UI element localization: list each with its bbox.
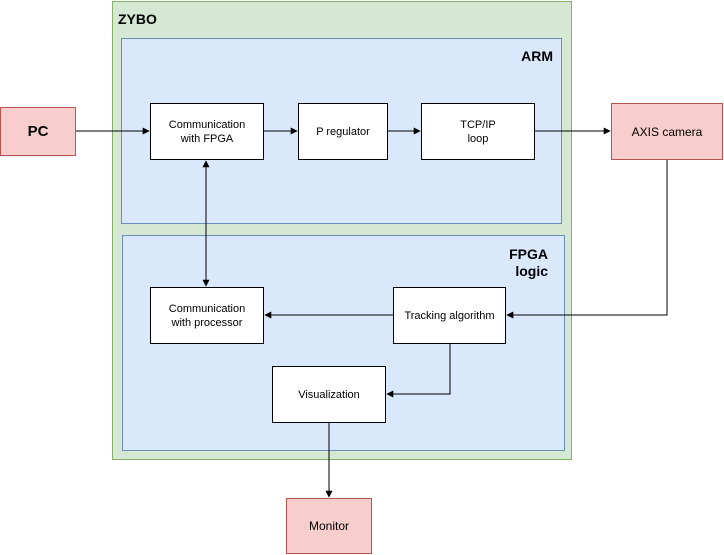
arrow-tracking-to-visualization <box>386 344 451 398</box>
tracking-algorithm-block: Tracking algorithm <box>393 287 506 344</box>
zybo-label: ZYBO <box>118 11 157 27</box>
p-regulator-block: P regulator <box>298 103 388 160</box>
arrow-axis-camera-to-tracking <box>506 160 668 319</box>
pc-block: PC <box>0 107 76 156</box>
arm-label: ARM <box>521 48 553 64</box>
axis-camera-block: AXIS camera <box>611 103 723 160</box>
comm-processor-block: Communication with processor <box>150 287 264 344</box>
fpga-label: FPGA logic <box>509 246 548 279</box>
tcp-ip-block: TCP/IP loop <box>421 103 535 160</box>
comm-fpga-block: Communication with FPGA <box>150 103 264 160</box>
visualization-block: Visualization <box>272 366 386 423</box>
monitor-block: Monitor <box>286 498 372 554</box>
